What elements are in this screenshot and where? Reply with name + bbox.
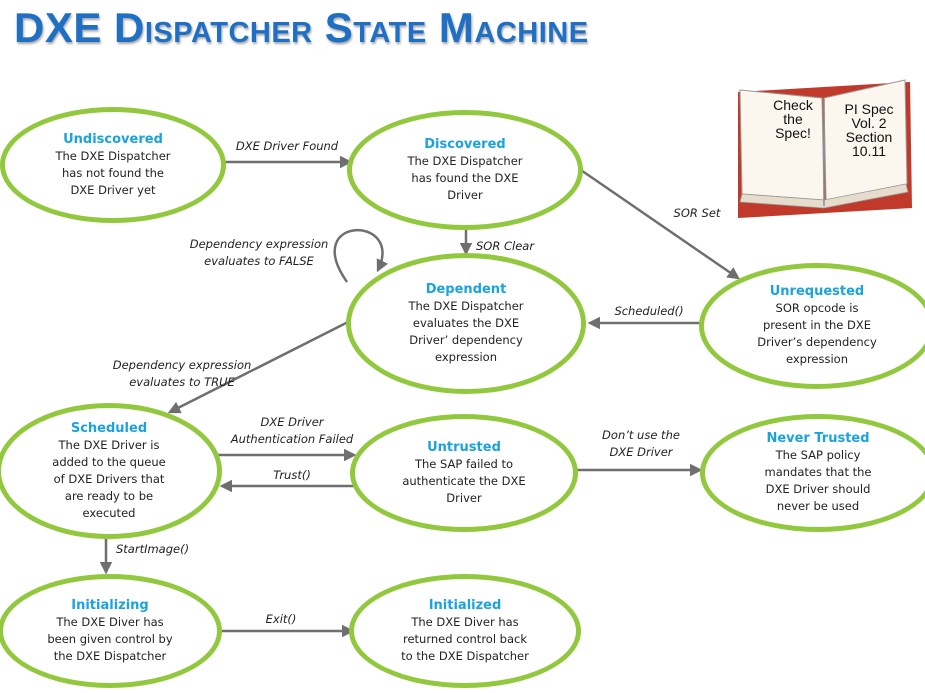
state-description: The SAP policy mandates that the DXE Dri… [764, 448, 872, 513]
label-scheduled-call: Scheduled() [614, 304, 684, 318]
state-scheduled: Scheduled The DXE Driver is added to the… [0, 403, 222, 539]
label-dependency-true: Dependency expression evaluates to TRUE [112, 358, 252, 389]
state-title: Initializing [71, 597, 149, 613]
state-title: Untrusted [427, 439, 501, 455]
state-never-trusted: Never Trusted The SAP policy mandates th… [700, 414, 925, 532]
state-title: Dependent [425, 281, 507, 297]
label-sor-set: SOR Set [673, 206, 721, 220]
state-description: The DXE Dispatcher evaluates the DXE Dri… [408, 298, 524, 364]
state-title: Undiscovered [63, 131, 163, 147]
label-exit: Exit() [265, 612, 297, 626]
state-description: The DXE Diver has returned control back … [401, 614, 529, 663]
state-title: Scheduled [70, 420, 148, 436]
arrow-dependent-self-loop [333, 229, 389, 283]
state-title: Never Trusted [766, 431, 870, 446]
state-description: The DXE Dispatcher has not found the DXE… [55, 148, 171, 197]
page-title: DXE Dispatcher State Machine [14, 4, 589, 51]
state-title: Discovered [424, 136, 506, 152]
state-description: SOR opcode is present in the DXE Driver’… [757, 301, 877, 366]
state-title: Initialized [428, 597, 502, 613]
state-title: Unrequested [769, 284, 865, 299]
state-description: The DXE Driver is added to the queue of … [52, 437, 166, 520]
state-unrequested: Unrequested SOR opcode is present in the… [699, 263, 925, 389]
book-left-page-text: Check the Spec! [773, 97, 813, 141]
state-description: The DXE Diver has been given control by … [47, 614, 173, 663]
state-description: The DXE Dispatcher has found the DXE Dri… [407, 153, 523, 202]
label-start-image: StartImage() [116, 542, 190, 556]
arrow-discovered-to-unrequested [574, 164, 741, 280]
label-dependency-false: Dependency expression evaluates to FALSE [189, 237, 329, 268]
state-description: The SAP failed to authenticate the DXE D… [402, 456, 526, 505]
spec-book-icon [738, 79, 912, 218]
label-authentication-failed: DXE Driver Authentication Failed [230, 415, 354, 446]
label-sor-clear: SOR Clear [476, 239, 535, 253]
arrow-dependent-to-scheduled [167, 318, 353, 414]
book-right-page-text: PI Spec Vol. 2 Section 10.11 [844, 101, 894, 159]
label-trust: Trust() [273, 468, 311, 482]
state-undiscovered: Undiscovered The DXE Dispatcher has not … [0, 107, 226, 223]
state-initialized: Initialized The DXE Diver has returned c… [349, 574, 581, 688]
label-dont-use: Don’t use the DXE Driver [602, 428, 680, 459]
state-discovered: Discovered The DXE Dispatcher has found … [347, 110, 583, 230]
state-untrusted: Untrusted The SAP failed to authenticate… [350, 414, 578, 532]
label-driver-found: DXE Driver Found [235, 139, 339, 153]
state-dependent: Dependent The DXE Dispatcher evaluates t… [346, 253, 586, 394]
state-initializing: Initializing The DXE Diver has been give… [0, 574, 222, 688]
